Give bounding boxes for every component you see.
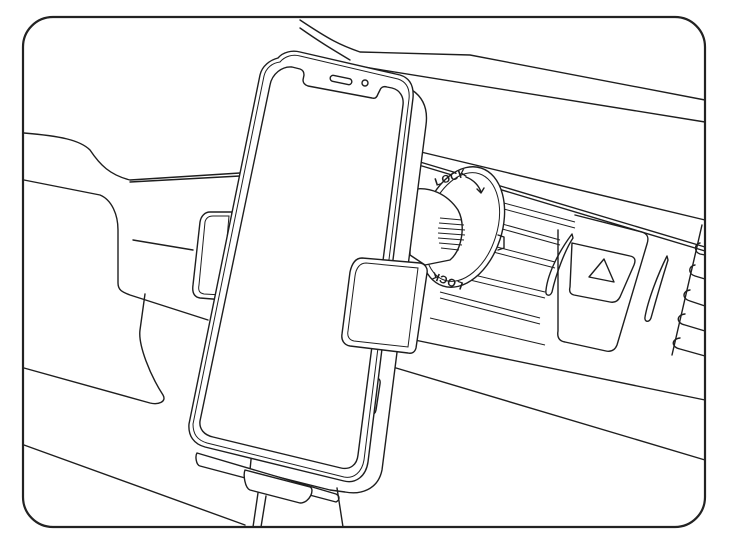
dashboard — [23, 19, 706, 526]
rounded-border — [21, 15, 707, 529]
grip-ridges — [437, 217, 466, 251]
speaker-grille — [329, 74, 353, 86]
vent-clip-knob: LOCK LOCK — [409, 166, 506, 291]
curved-arrow-icon — [465, 176, 485, 194]
phone — [188, 50, 414, 483]
hazard-button — [545, 214, 669, 352]
front-camera — [361, 79, 369, 87]
right-clamp-arm — [341, 257, 428, 354]
phone-screen — [199, 66, 404, 470]
triangle-icon — [588, 258, 615, 283]
